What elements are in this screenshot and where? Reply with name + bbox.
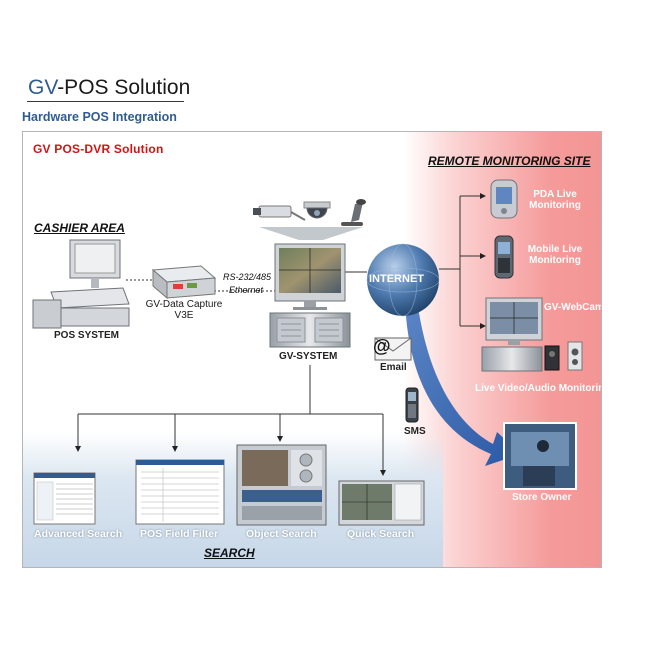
- data-capture-device-icon: [151, 265, 217, 300]
- data-capture-label-line1: GV-Data Capture: [145, 299, 223, 310]
- camera-icon: [253, 205, 306, 221]
- pda-live-monitoring-label: PDA Live Monitoring: [521, 189, 589, 211]
- store-owner-label: Store Owner: [512, 492, 572, 503]
- internet-globe-icon: [366, 243, 440, 317]
- gv-system-computer: [269, 243, 351, 348]
- remote-site-heading: REMOTE MONITORING SITE: [428, 154, 591, 168]
- mobile-live-monitoring-label: Mobile Live Monitoring: [521, 244, 589, 266]
- pos-system-label: POS SYSTEM: [54, 330, 120, 341]
- cashier-area-heading: CASHIER AREA: [34, 221, 125, 235]
- sms-label: SMS: [404, 426, 426, 437]
- page-title-rest: -POS Solution: [57, 76, 191, 99]
- diagram-graphics: @: [32, 179, 583, 526]
- sms-phone-icon: [405, 387, 419, 423]
- gv-system-label: GV-SYSTEM: [279, 351, 338, 362]
- rs232-label: RS-232/485: [223, 272, 272, 282]
- title-underline: [27, 101, 184, 102]
- pda-label-line2: Monitoring: [529, 200, 581, 211]
- email-label: Email: [380, 362, 407, 373]
- pda-label-line1: PDA Live: [533, 189, 577, 200]
- search-heading: SEARCH: [204, 546, 255, 560]
- page-subtitle: Hardware POS Integration: [22, 110, 177, 124]
- internet-label: INTERNET: [369, 273, 424, 285]
- solution-title: GV POS-DVR Solution: [33, 142, 164, 156]
- pos-dvr-diagram: @: [22, 131, 602, 568]
- email-envelope-icon: @: [373, 336, 412, 361]
- mobile-label-line1: Mobile Live: [527, 244, 583, 255]
- advanced-search-screenshot: [33, 472, 96, 525]
- object-search-label: Object Search: [246, 528, 317, 540]
- quick-search-label: Quick Search: [347, 528, 415, 540]
- store-owner-photo: [503, 422, 577, 490]
- microphone-icon: [341, 199, 366, 226]
- page-title-prefix: GV: [28, 76, 58, 99]
- page-title: GV-POS Solution: [28, 76, 190, 100]
- mobile-label-line2: Monitoring: [529, 255, 581, 266]
- data-capture-label-line2: V3E: [174, 310, 194, 321]
- webcam-monitoring-station-icon: [481, 297, 583, 372]
- mobile-phone-icon: [494, 235, 514, 279]
- pos-field-filter-screenshot: [135, 459, 225, 525]
- advanced-search-label: Advanced Search: [34, 528, 123, 540]
- pda-icon: [490, 179, 518, 219]
- dome-camera-icon: [303, 201, 331, 219]
- svg-text:@: @: [373, 336, 391, 356]
- object-search-screenshot: [236, 444, 327, 526]
- connector-lines: [75, 193, 486, 476]
- quick-search-screenshot: [338, 480, 425, 526]
- ethernet-label: Ethernet: [229, 285, 264, 295]
- live-av-monitoring-label: Live Video/Audio Monitoring: [475, 383, 602, 394]
- camera-funnel: [259, 227, 363, 240]
- gv-webcam-label: GV-WebCam: [544, 302, 602, 313]
- pos-terminal-icon: [32, 239, 130, 329]
- pos-field-filter-label: POS Field Filter: [140, 528, 219, 540]
- data-capture-label: GV-Data Capture V3E: [141, 299, 227, 321]
